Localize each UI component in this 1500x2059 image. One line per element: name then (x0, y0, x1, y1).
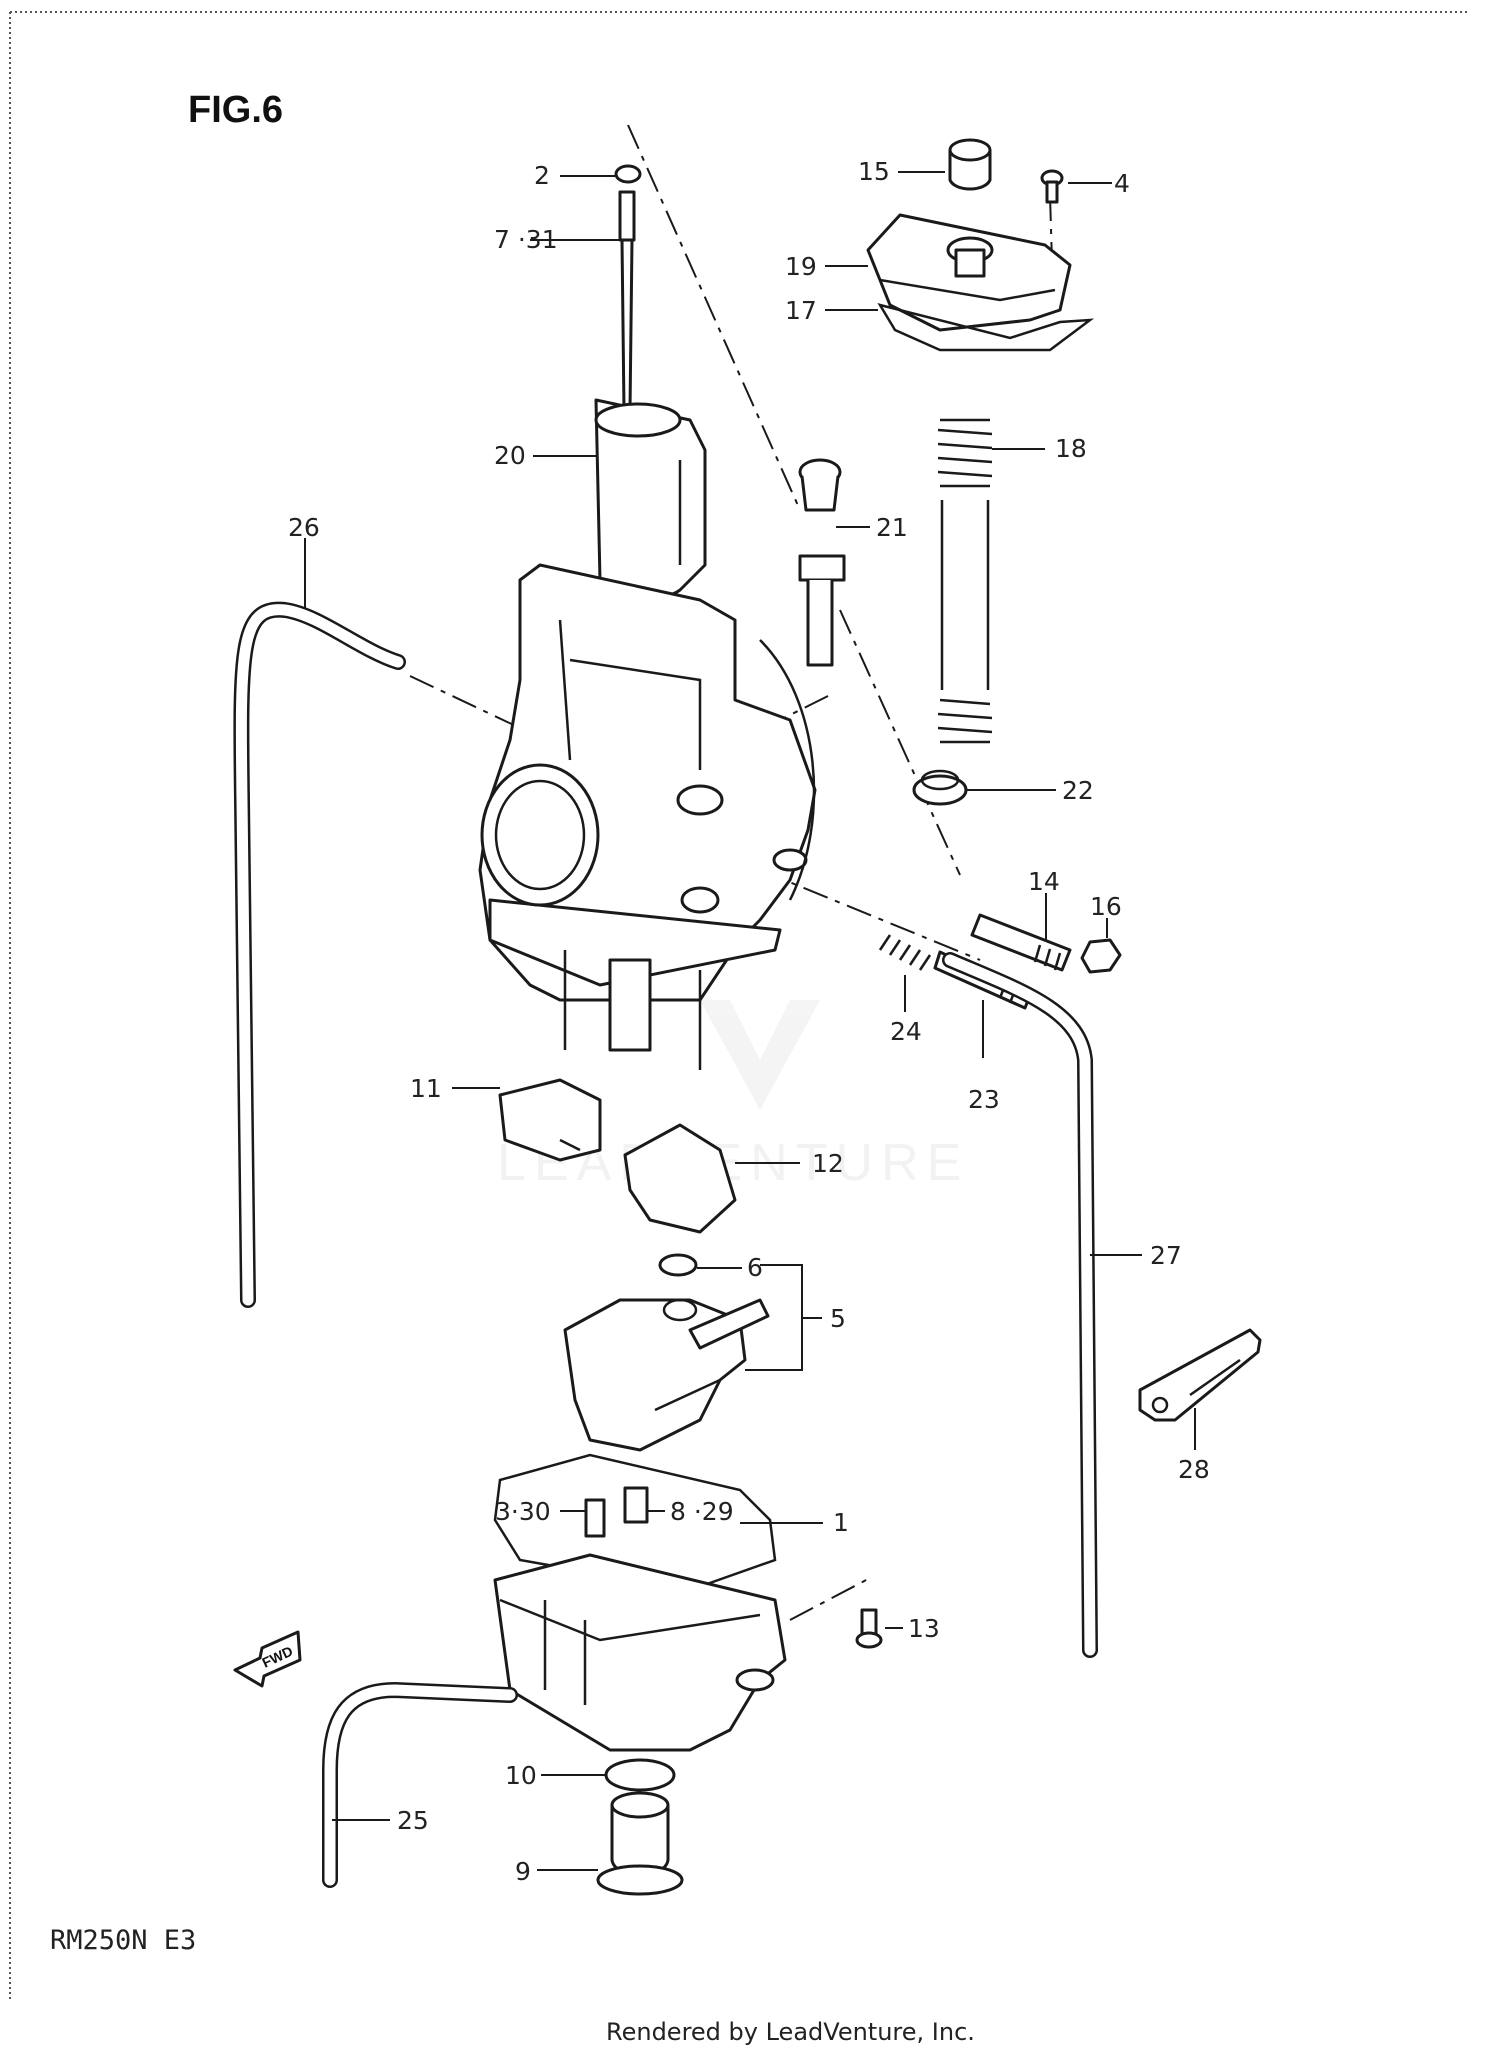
part-14-screw (970, 913, 1072, 972)
part-8-pilot-jet (623, 1486, 649, 1524)
part-9-drain-plug (596, 1791, 684, 1896)
callout-17: 17 (785, 296, 817, 325)
part-19-top-cover (866, 213, 1072, 332)
callout-10: 10 (505, 1761, 537, 1790)
callout-28: 28 (1178, 1455, 1210, 1484)
part-6-o-ring (658, 1253, 698, 1277)
callout-6: 6 (747, 1253, 763, 1282)
callout-25: 25 (397, 1806, 429, 1835)
part-16-nut (1080, 938, 1122, 974)
callout-14: 14 (1028, 867, 1060, 896)
part-2-clip (614, 164, 642, 184)
callout-9: 9 (515, 1857, 531, 1886)
callout-18: 18 (1055, 434, 1087, 463)
part-17-gasket (877, 303, 1095, 352)
part-float-bowl (493, 1553, 787, 1752)
callout-19: 19 (785, 252, 817, 281)
part-13-screw (855, 1608, 883, 1649)
part-28-bracket (1138, 1328, 1262, 1422)
guide-line-throttle-2 (839, 609, 961, 876)
footer-credit: Rendered by LeadVenture, Inc. (606, 2018, 975, 2046)
part-carburetor-body (478, 563, 817, 1070)
callout-16: 16 (1090, 892, 1122, 921)
forward-arrow-icon: FWD (233, 1630, 302, 1688)
figure-title: FIG.6 (188, 89, 283, 131)
callout-8-29: 8 ·29 (670, 1497, 734, 1526)
callout-labels: 2 7 ·31 15 4 19 17 20 18 26 21 22 14 16 … (288, 157, 1210, 1886)
part-1-gasket (493, 1453, 777, 1592)
callout-23: 23 (968, 1085, 1000, 1114)
callout-12: 12 (812, 1149, 844, 1178)
guide-line-throttle (627, 124, 801, 511)
callout-7-31: 7 ·31 (494, 225, 558, 254)
callout-24: 24 (890, 1017, 922, 1046)
callout-4: 4 (1114, 169, 1130, 198)
callout-1: 1 (833, 1508, 849, 1537)
part-11-cap (498, 1078, 602, 1162)
callout-20: 20 (494, 441, 526, 470)
callout-22: 22 (1062, 776, 1094, 805)
part-26-hose (233, 601, 406, 1308)
model-code: RM250N E3 (50, 1925, 196, 1956)
part-3-main-jet (584, 1498, 606, 1538)
part-15-cap (948, 138, 992, 191)
leader-lines (304, 171, 1196, 1871)
callout-11: 11 (410, 1074, 442, 1103)
part-7-jet-needle (618, 190, 636, 412)
part-12-cap (623, 1123, 737, 1234)
part-24-spring (878, 934, 932, 971)
part-10-o-ring (604, 1758, 676, 1792)
callout-3-30: 3·30 (495, 1497, 551, 1526)
callout-2: 2 (534, 161, 550, 190)
callout-27: 27 (1150, 1241, 1182, 1270)
part-5-float (563, 1298, 770, 1452)
part-4-screw (1040, 169, 1064, 204)
callout-15: 15 (858, 157, 890, 186)
part-27-hose (942, 952, 1098, 1658)
guide-line-13 (789, 1577, 871, 1621)
callout-26: 26 (288, 513, 320, 542)
part-22-clip (912, 769, 968, 806)
page-border (9, 11, 1470, 2000)
part-20-throttle-valve (594, 398, 707, 601)
callout-13: 13 (908, 1614, 940, 1643)
part-25-hose (322, 1681, 518, 1888)
part-18-spring (937, 418, 993, 744)
guide-line-hose (409, 675, 521, 729)
callout-21: 21 (876, 513, 908, 542)
part-21-plunger (798, 458, 846, 667)
guide-line-screws (759, 869, 981, 961)
callout-5: 5 (830, 1304, 846, 1333)
